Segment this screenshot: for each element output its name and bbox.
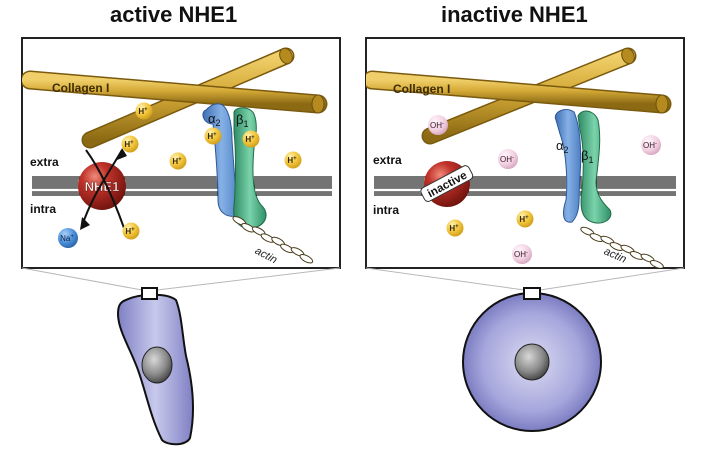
proton-ion: H+ [122,222,140,240]
nhe1-exchanger: NHE1 [78,162,126,210]
hydroxide-ion: OH- [641,135,661,155]
nucleus [514,343,550,381]
intra-label: intra [373,203,399,217]
sodium-charge: + [70,234,74,240]
proton-ion: H+ [169,152,187,170]
beta-symbol: β [236,112,243,127]
alpha-subscript: 2 [216,118,221,128]
zoom-box [523,287,541,300]
svg-text:H+: H+ [245,135,255,144]
nhe1-label: NHE1 [85,179,120,194]
exchange-arrows [81,149,125,229]
arrow-head-out [117,148,127,160]
cell-membrane [32,176,332,196]
proton-ion: H+ [284,151,302,169]
collagen-fiber [22,70,328,114]
intra-label: intra [30,202,56,216]
proton-ion: H+ [204,127,222,145]
alpha-symbol: α [208,111,216,126]
panel-active: Collagen I α2 β1 [21,37,341,269]
integrin-alpha2 [554,109,582,223]
proton-ion: H+ [516,210,534,228]
svg-text:OH-: OH- [643,141,657,150]
panel-frame-inactive [365,37,685,269]
nhe1-exchanger-inactive: inactive [420,161,474,207]
extra-label: extra [30,155,59,169]
svg-text:H+: H+ [124,140,134,149]
nucleus [141,346,173,384]
proton-ion: H+ [446,219,464,237]
svg-text:Na+: Na+ [60,234,74,243]
beta-symbol: β [581,148,588,163]
sodium-label: Na [60,234,71,243]
svg-text:H+: H+ [125,227,135,236]
zoom-lines [21,267,685,291]
svg-text:α2: α2 [556,138,569,155]
beta-subscript: 1 [588,155,593,165]
svg-text:OH-: OH- [500,155,514,164]
svg-text:H+: H+ [519,215,529,224]
hydroxide-ion: OH- [428,115,448,135]
panel-inactive: Collagen I α2 β1 [365,37,685,269]
actin-filament [232,216,314,264]
collagen-label: Collagen I [393,82,450,96]
actin-filament [580,226,664,268]
integrin-beta1 [577,110,612,224]
svg-text:H+: H+ [287,156,297,165]
zoom-box [141,287,158,300]
cell-membrane [374,176,676,196]
collagen-label: Collagen I [52,81,109,95]
extra-label: extra [373,153,402,167]
collagen-fiber [366,70,672,114]
svg-text:H+: H+ [207,132,217,141]
svg-text:α2: α2 [208,111,221,128]
cell-rounded [462,287,602,432]
alpha-subscript: 2 [564,145,569,155]
svg-text:β1: β1 [581,148,594,165]
beta-subscript: 1 [243,119,248,129]
svg-text:H+: H+ [449,224,459,233]
proton-ion: H+ [242,130,260,148]
svg-text:β1: β1 [236,112,249,129]
proton-ion: H+ [135,102,153,120]
proton-ion: H+ [121,135,139,153]
svg-text:H+: H+ [138,107,148,116]
integrin-beta1 [233,107,267,229]
svg-text:OH-: OH- [430,121,444,130]
alpha-symbol: α [556,138,564,153]
arrow-head-in [80,217,90,230]
svg-text:OH-: OH- [514,250,528,259]
panel-title-active: active NHE1 [110,2,238,27]
panel-title-inactive: inactive NHE1 [441,2,588,27]
hydroxide-ion: OH- [512,244,532,264]
cell-elongated [116,287,194,446]
hydroxide-ion: OH- [498,149,518,169]
svg-text:H+: H+ [172,157,182,166]
sodium-ion: Na+ [58,228,78,248]
